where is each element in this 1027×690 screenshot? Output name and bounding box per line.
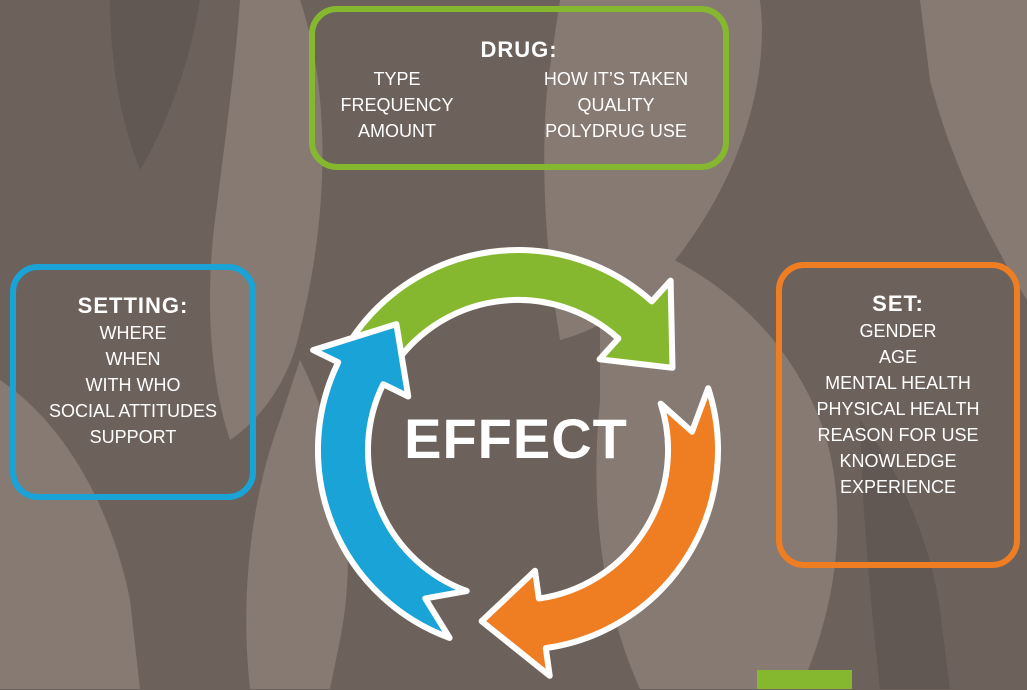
setting-item: SOCIAL ATTITUDES: [48, 401, 218, 421]
effect-label: EFFECT: [404, 407, 628, 470]
drug-box: DRUG: TYPE FREQUENCY AMOUNT HOW IT’S TAK…: [309, 6, 729, 170]
drug-left-column: TYPE FREQUENCY AMOUNT: [322, 66, 472, 144]
setting-title: SETTING:: [77, 293, 189, 318]
set-item: EXPERIENCE: [839, 477, 957, 497]
setting-item: WHERE: [99, 323, 167, 343]
set-title: SET:: [872, 291, 924, 316]
set-item: KNOWLEDGE: [839, 451, 957, 471]
setting-item: SUPPORT: [89, 427, 177, 447]
set-item: GENDER: [859, 321, 937, 341]
drug-item: QUALITY: [577, 95, 655, 115]
set-arrow: [478, 385, 721, 679]
drug-arrow: [345, 247, 676, 374]
setting-item: WITH WHO: [85, 375, 181, 395]
drug-item: TYPE: [373, 69, 421, 89]
drug-right-column: HOW IT’S TAKEN QUALITY POLYDRUG USE: [516, 66, 716, 144]
cycle-arrow-icon: [310, 247, 721, 679]
set-item: MENTAL HEALTH: [825, 373, 971, 393]
drug-item: FREQUENCY: [340, 95, 454, 115]
set-item: REASON FOR USE: [817, 425, 979, 445]
drug-item: AMOUNT: [358, 121, 436, 141]
cycle-arrows: [310, 247, 721, 679]
drug-item: HOW IT’S TAKEN: [543, 69, 689, 89]
setting-box: SETTING: WHERE WHEN WITH WHO SOCIAL ATTI…: [10, 264, 256, 500]
drug-item: POLYDRUG USE: [545, 121, 687, 141]
corner-tab: [757, 670, 852, 689]
set-item: PHYSICAL HEALTH: [816, 399, 980, 419]
set-item: AGE: [878, 347, 917, 367]
setting-arrow: [310, 321, 470, 641]
set-box: SET: GENDER AGE MENTAL HEALTH PHYSICAL H…: [776, 262, 1020, 568]
setting-item: WHEN: [105, 349, 161, 369]
drug-title: DRUG:: [480, 37, 558, 62]
